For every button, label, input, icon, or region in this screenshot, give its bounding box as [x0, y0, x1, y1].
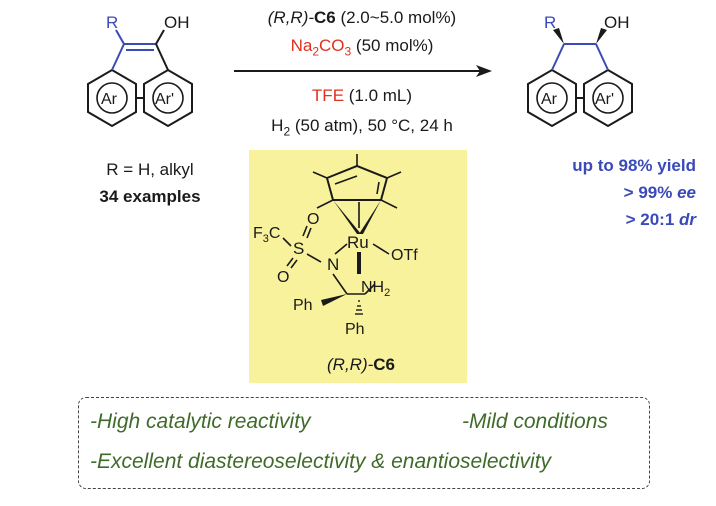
reactant-ar-label: Ar — [101, 91, 118, 108]
result-dr: > 20:1 dr — [626, 210, 696, 230]
feature-mild: -Mild conditions — [462, 410, 608, 433]
base-co: CO — [319, 36, 345, 55]
solvent-amount: (1.0 mL) — [344, 86, 413, 105]
condition-solvent: TFE (1.0 mL) — [232, 86, 492, 106]
catalyst-n: N — [327, 255, 339, 274]
features-box — [78, 397, 650, 489]
product-ar-label: Ar — [541, 91, 558, 108]
ee-prefix: > 99% — [623, 183, 678, 202]
catalyst-ph-bottom: Ph — [345, 321, 365, 338]
feature-reactivity: -High catalytic reactivity — [90, 410, 311, 433]
dr-prefix: > 20:1 — [625, 210, 679, 229]
result-ee: > 99% ee — [624, 183, 696, 203]
reactant-arprime-label: Ar' — [155, 91, 174, 108]
catalyst-ru: Ru — [347, 233, 369, 252]
catalyst-o-top: O — [307, 211, 319, 228]
condition-gas-temp-time: H2 (50 atm), 50 °C, 24 h — [232, 116, 492, 138]
base-amount: (50 mol%) — [351, 36, 434, 55]
scope-examples: 34 examples — [99, 187, 201, 206]
catalyst-s: S — [293, 239, 304, 258]
catalyst-name: C6 — [314, 8, 336, 27]
reaction-arrow — [234, 65, 492, 77]
catalyst-nh2: NH2 — [361, 279, 390, 299]
catalyst-loading: (2.0~5.0 mol%) — [335, 8, 457, 27]
base-na: Na — [290, 36, 313, 55]
product-arprime-label: Ar' — [595, 91, 614, 108]
solvent-name: TFE — [311, 86, 345, 105]
feature-selectivity: -Excellent diastereoselectivity & enanti… — [90, 450, 552, 473]
catalyst-ph-left: Ph — [293, 297, 313, 314]
reactant-oh-label: OH — [164, 13, 190, 32]
result-yield: up to 98% yield — [572, 156, 696, 175]
gas-sub: 2 — [283, 124, 291, 139]
catalyst-otf: OTf — [391, 247, 418, 264]
condition-base: Na2CO3 (50 mol%) — [232, 36, 492, 58]
gas-rest: (50 atm), 50 °C, 24 h — [290, 116, 453, 135]
condition-catalyst: (R,R)-C6 (2.0~5.0 mol%) — [232, 8, 492, 28]
catalyst-cf3: F3C — [253, 225, 280, 245]
dr-unit: dr — [679, 210, 696, 229]
scope-substituent: R = H, alkyl — [106, 160, 194, 179]
reactant-r-label: R — [106, 13, 118, 32]
catalyst-o-bottom: O — [277, 269, 289, 286]
reactant-structure: R OH Ar Ar' — [87, 13, 193, 128]
gas-h: H — [271, 116, 284, 135]
base-sub2: 3 — [344, 44, 352, 59]
ee-unit: ee — [677, 183, 696, 202]
catalyst-prefix: (R,R)- — [267, 8, 315, 27]
base-sub1: 2 — [312, 44, 320, 59]
product-oh-label: OH — [604, 13, 630, 32]
catalyst-name: (R,R)-C6 — [327, 355, 395, 374]
product-structure: R OH Ar Ar' — [527, 13, 633, 128]
product-r-label: R — [544, 13, 556, 32]
catalyst-structure: Ru OTf N S O O F3C NH2 Ph Ph (R,R)-C6 — [253, 154, 418, 374]
